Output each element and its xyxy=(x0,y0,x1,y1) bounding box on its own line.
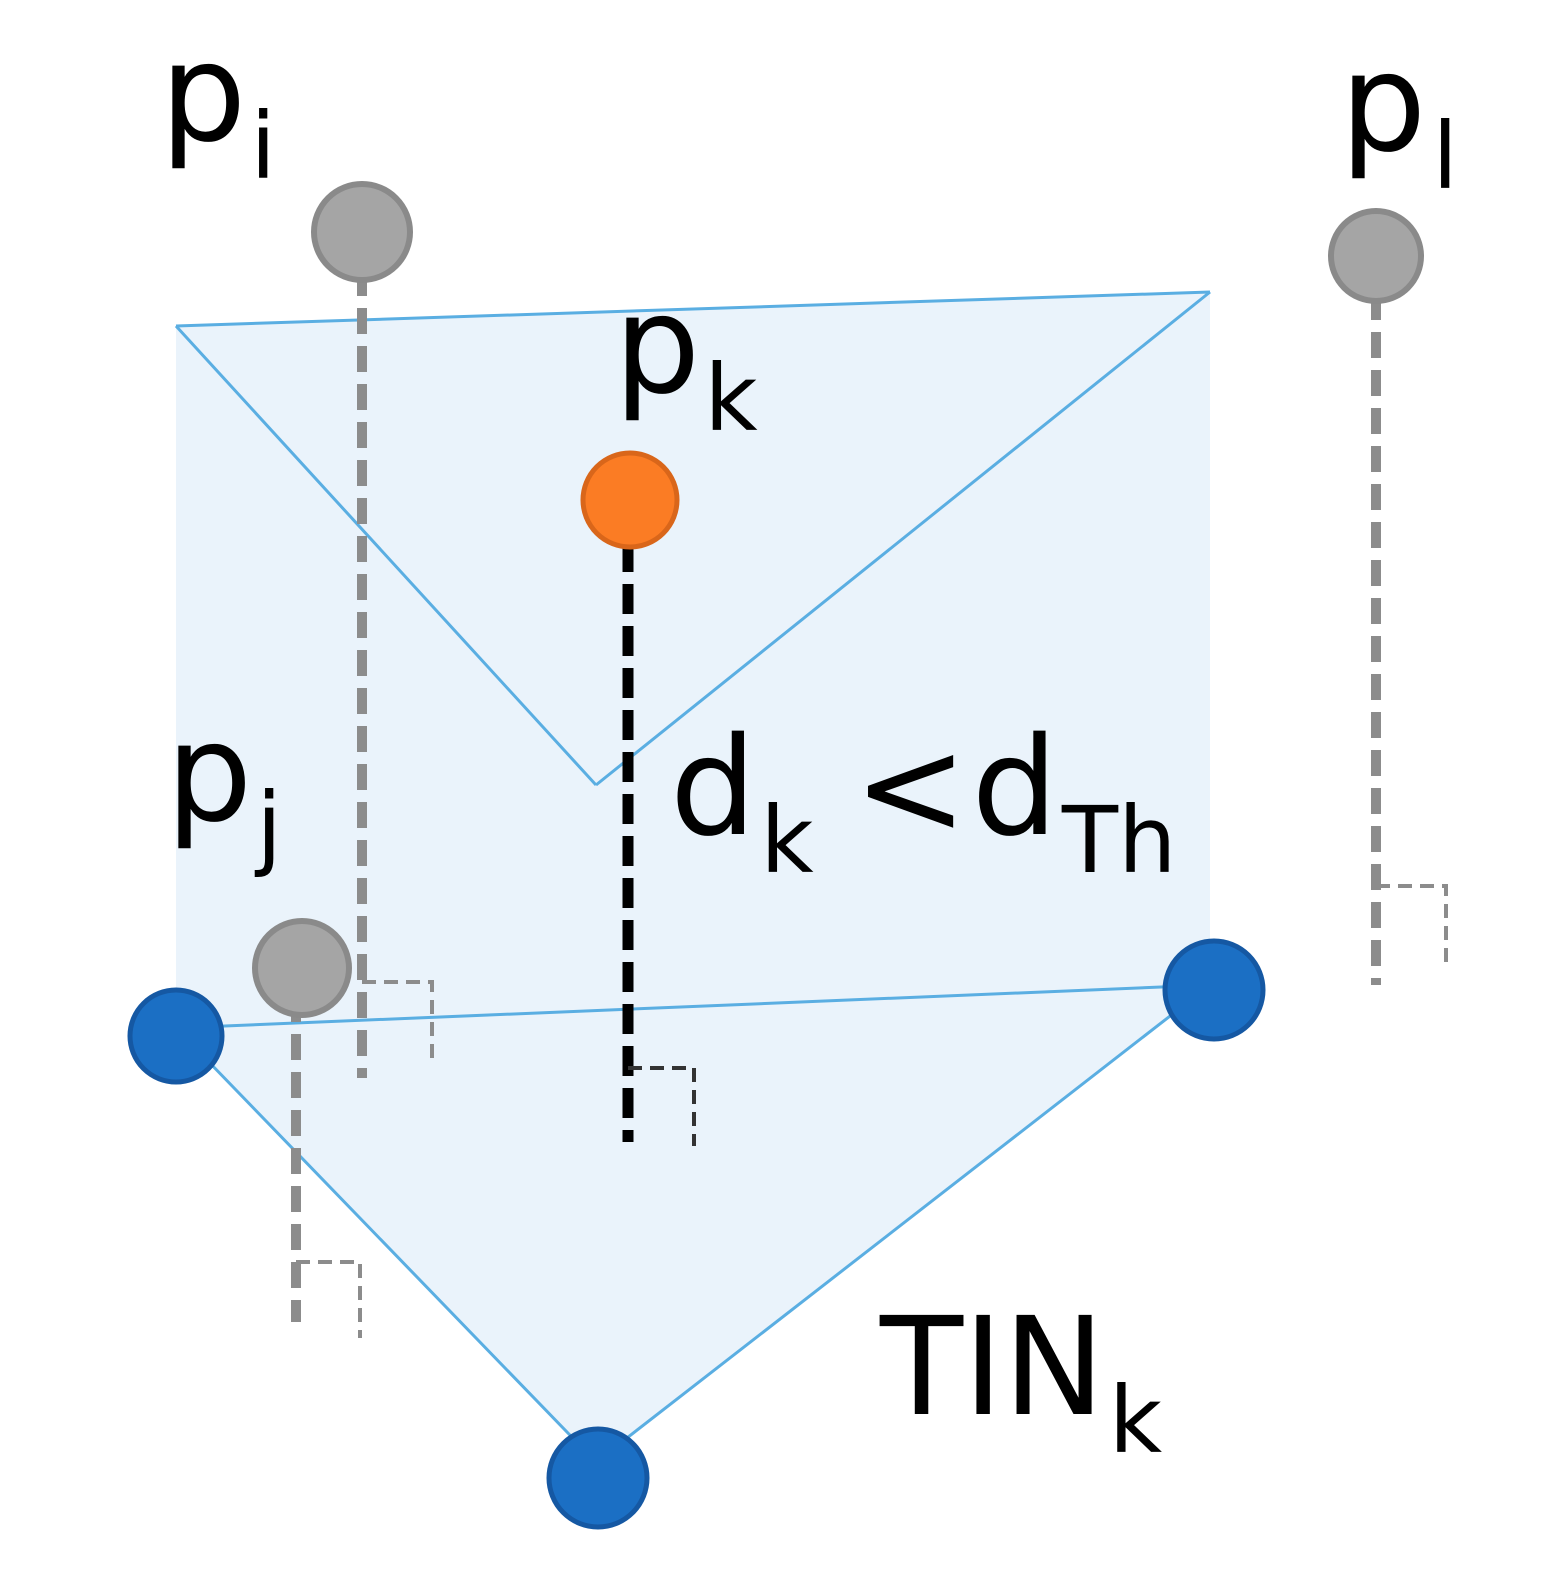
tin-vertex-left xyxy=(127,987,225,1085)
tin-triangle xyxy=(174,983,1211,1464)
point-pk xyxy=(580,450,680,550)
pl-perpendicular xyxy=(1371,256,1448,985)
label-threshold-condition: dk<dTh xyxy=(670,709,1176,894)
label-tin: TINk xyxy=(879,1289,1163,1474)
upper-triangle xyxy=(174,290,1211,787)
label-pi: pi xyxy=(160,15,276,200)
point-pj xyxy=(252,918,352,1018)
pk-perpendicular xyxy=(622,500,696,1146)
projection-plane xyxy=(176,292,1210,1028)
label-pl: pl xyxy=(1340,25,1458,210)
label-pk: pk xyxy=(614,267,758,452)
point-pl xyxy=(1328,208,1424,304)
pj-perpendicular xyxy=(291,958,362,1338)
tin-vertex-bottom xyxy=(546,1426,650,1530)
tin-vertex-right xyxy=(1162,938,1266,1042)
point-pi xyxy=(311,181,413,283)
pi-perpendicular xyxy=(357,232,434,1078)
label-pj: pj xyxy=(166,695,282,880)
tin-region xyxy=(176,985,1210,1462)
